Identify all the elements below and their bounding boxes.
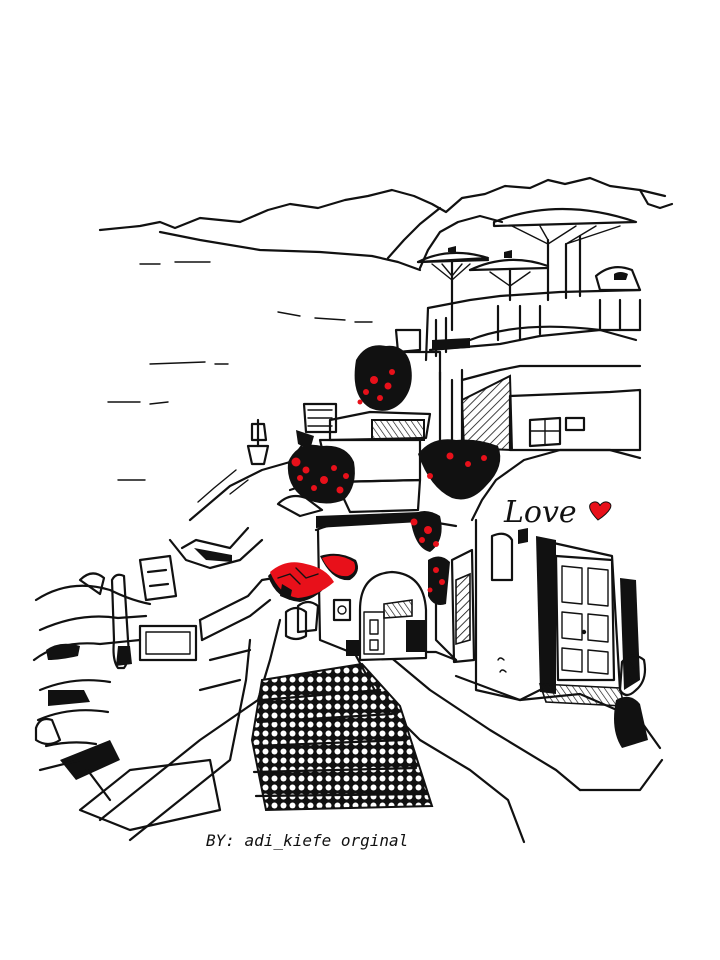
sailboat-icon [197, 418, 270, 503]
distant-mountains [98, 176, 674, 272]
artist-signature: BY: adi_kiefe orginal [206, 831, 408, 850]
right-building [450, 448, 642, 707]
left-rooftops [32, 572, 222, 832]
potted-plant [614, 654, 648, 748]
arch-gateway [314, 512, 458, 662]
umbrella-terraces [416, 207, 642, 362]
sea-strokes [107, 261, 373, 481]
love-sign: Love [503, 495, 612, 530]
central-buildings [302, 325, 642, 514]
heart-icon [589, 501, 612, 521]
red-flowers [270, 369, 487, 600]
cobblestone-stairs [250, 662, 434, 812]
love-sign-text: Love [503, 495, 577, 530]
